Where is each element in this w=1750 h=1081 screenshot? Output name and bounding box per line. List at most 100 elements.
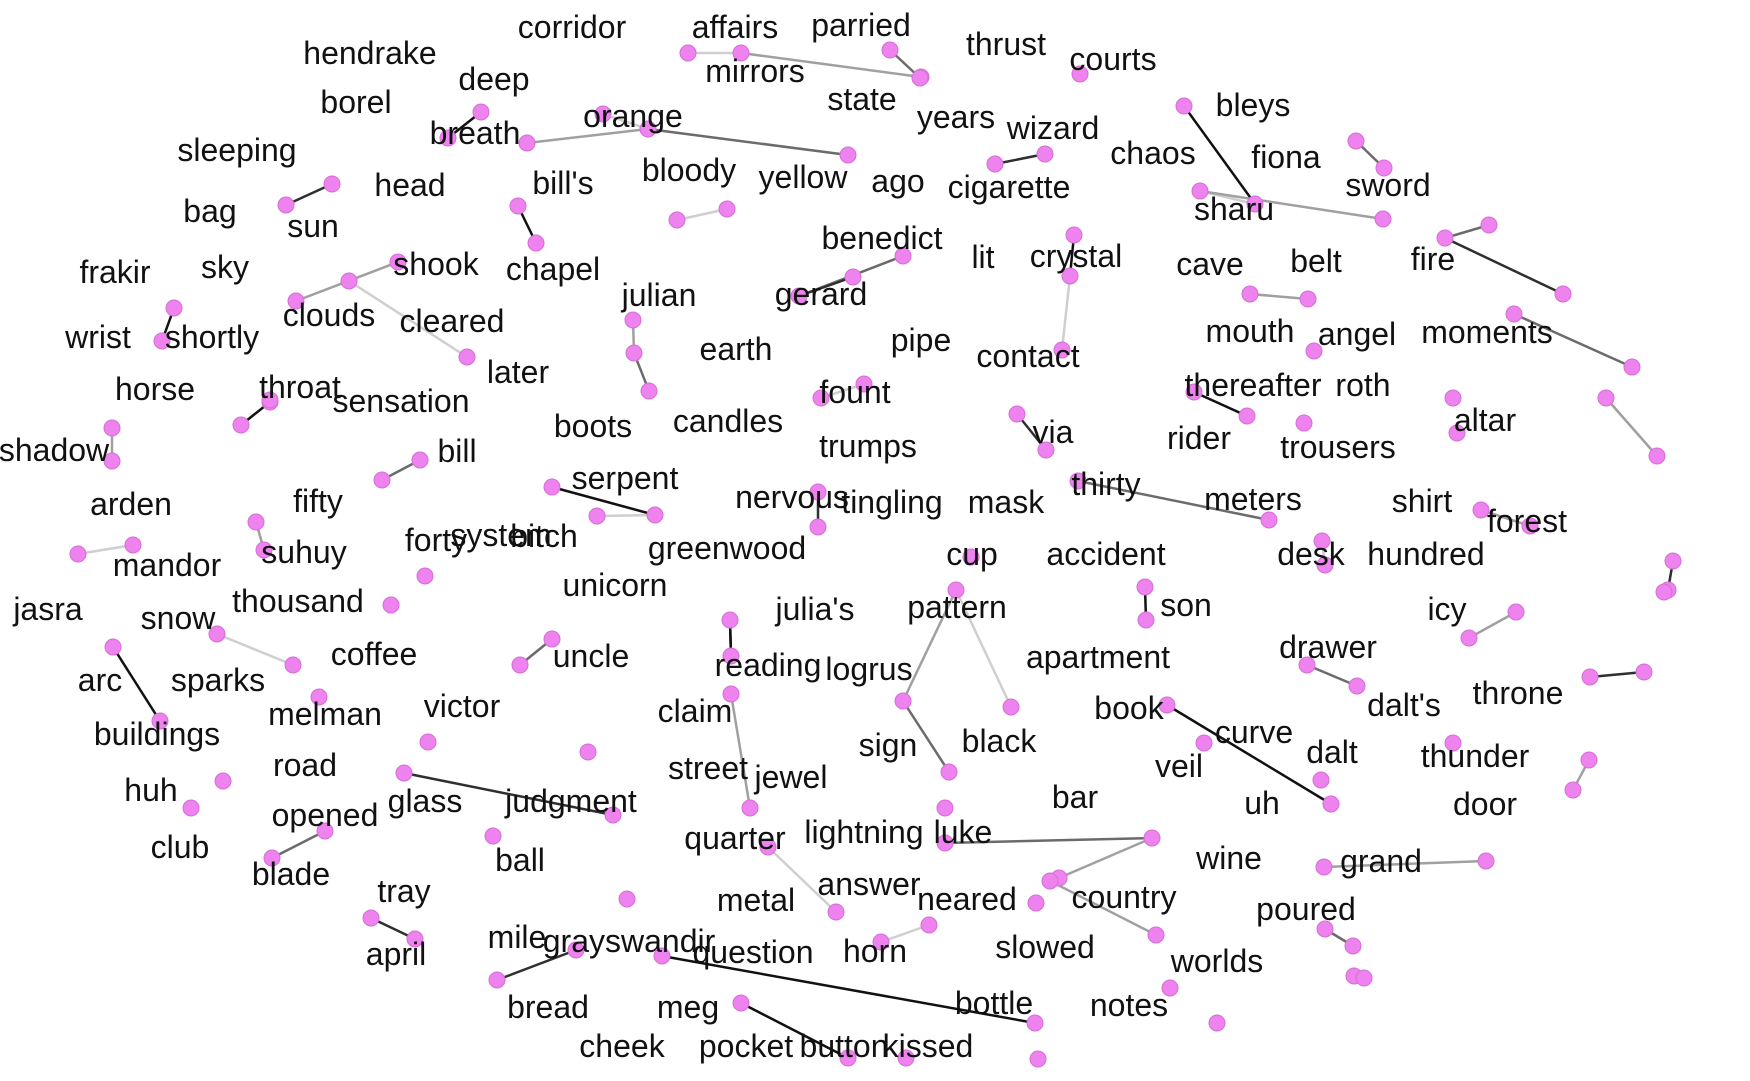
node-candles bbox=[640, 382, 658, 400]
label-thrust: thrust bbox=[966, 26, 1046, 62]
label-opened: opened bbox=[272, 797, 379, 833]
node-bitch bbox=[962, 548, 980, 566]
label-metal: metal bbox=[717, 882, 795, 918]
node-poured bbox=[1041, 872, 1059, 890]
label-breath: breath bbox=[430, 115, 521, 151]
label-crystal: crystal bbox=[1030, 238, 1122, 274]
edge-icy-throne bbox=[216, 632, 294, 667]
label-logrus: logrus bbox=[825, 651, 912, 687]
node-ball bbox=[316, 822, 334, 840]
node-nervous bbox=[1472, 501, 1490, 519]
edge-ball-metal bbox=[271, 829, 326, 860]
label-gerard: gerard bbox=[775, 276, 868, 312]
edge-affairs-mirrors bbox=[740, 51, 922, 79]
node-rider bbox=[103, 452, 121, 470]
label-accident: accident bbox=[1046, 536, 1165, 572]
node-chaos bbox=[1246, 195, 1264, 213]
edge-julian-gerard bbox=[798, 275, 854, 298]
label-shortly: shortly bbox=[165, 319, 259, 355]
node-hundred bbox=[1313, 532, 1331, 550]
node-contact bbox=[1185, 383, 1203, 401]
label-coffee: coffee bbox=[331, 636, 418, 672]
label-black: black bbox=[962, 723, 1038, 759]
label-wine: wine bbox=[1195, 840, 1262, 876]
edge-courts-chaos bbox=[1182, 105, 1257, 205]
node-claim bbox=[310, 688, 328, 706]
node-cheek bbox=[1026, 1014, 1044, 1032]
label-bar: bar bbox=[1052, 779, 1099, 815]
edge-melman-victor bbox=[1589, 670, 1645, 679]
label-throat: throat bbox=[259, 369, 341, 405]
label-boots: boots bbox=[554, 408, 632, 444]
edge-slowed-cheek bbox=[661, 954, 1036, 1025]
node-grayswandir bbox=[1344, 937, 1362, 955]
node-street bbox=[395, 764, 413, 782]
label-icy: icy bbox=[1427, 591, 1466, 627]
edge-question-horn bbox=[496, 948, 577, 982]
node-judgment bbox=[1564, 781, 1582, 799]
node-sword bbox=[1480, 216, 1498, 234]
label-kissed: kissed bbox=[883, 1028, 974, 1064]
node-logrus bbox=[722, 647, 740, 665]
node-breath bbox=[518, 134, 536, 152]
node-corridor bbox=[679, 44, 697, 62]
node-crystal bbox=[1241, 285, 1259, 303]
label-dalt: dalt bbox=[1306, 734, 1358, 770]
label-later: later bbox=[487, 354, 550, 390]
label-frakir: frakir bbox=[79, 254, 150, 290]
nodes bbox=[69, 41, 1682, 1068]
node-cup bbox=[1664, 552, 1682, 570]
node-notes bbox=[1161, 979, 1179, 997]
node-bag bbox=[277, 196, 295, 214]
label-poured: poured bbox=[1256, 891, 1356, 927]
node-door bbox=[1312, 771, 1330, 789]
node-four bbox=[897, 1049, 915, 1067]
node-huh bbox=[1322, 795, 1340, 813]
label-slowed: slowed bbox=[995, 929, 1095, 965]
node-sign bbox=[722, 685, 740, 703]
edge-son-sparks bbox=[954, 589, 1013, 708]
label-bitch: bitch bbox=[510, 518, 578, 554]
edge-kissed-worlds bbox=[740, 1001, 849, 1060]
label-bloody: bloody bbox=[642, 152, 736, 188]
edge-later-sensation bbox=[1605, 397, 1658, 457]
node-april bbox=[1316, 920, 1334, 938]
label-throne: throne bbox=[1473, 675, 1564, 711]
node-arc bbox=[894, 692, 912, 710]
node-sun bbox=[389, 253, 407, 271]
label-head: head bbox=[374, 167, 445, 203]
label-parried: parried bbox=[811, 7, 911, 43]
node-cave bbox=[1299, 290, 1317, 308]
edge-orange-breath bbox=[526, 127, 649, 145]
node-bill-s bbox=[668, 211, 686, 229]
node-drawer bbox=[1137, 611, 1155, 629]
label-pipe: pipe bbox=[891, 322, 952, 358]
label-suhuy: suhuy bbox=[261, 534, 346, 570]
node-luke bbox=[182, 799, 200, 817]
node-shadow bbox=[812, 389, 830, 407]
label-thirty: thirty bbox=[1071, 466, 1140, 502]
node-curve bbox=[936, 799, 954, 817]
label-trumps: trumps bbox=[819, 428, 917, 464]
label-chaos: chaos bbox=[1110, 135, 1195, 171]
label-uncle: uncle bbox=[553, 638, 630, 674]
node-slowed bbox=[653, 947, 671, 965]
node-bleys bbox=[1347, 132, 1365, 150]
label-bottle: bottle bbox=[955, 985, 1033, 1021]
node-pattern bbox=[721, 611, 739, 629]
label-horse: horse bbox=[115, 371, 195, 407]
label-bleys: bleys bbox=[1216, 87, 1291, 123]
node-fifty bbox=[543, 478, 561, 496]
label-sword: sword bbox=[1345, 167, 1430, 203]
label-answer: answer bbox=[817, 866, 921, 902]
label-victor: victor bbox=[424, 688, 501, 724]
label-huh: huh bbox=[124, 772, 177, 808]
node-throne bbox=[284, 656, 302, 674]
label-ago: ago bbox=[871, 163, 924, 199]
label-cave: cave bbox=[1176, 246, 1244, 282]
label-nervous: nervous bbox=[735, 479, 849, 515]
node-buildings bbox=[419, 733, 437, 751]
node-clouds bbox=[340, 272, 358, 290]
node-desk bbox=[1136, 578, 1154, 596]
node-opened bbox=[1315, 858, 1333, 876]
